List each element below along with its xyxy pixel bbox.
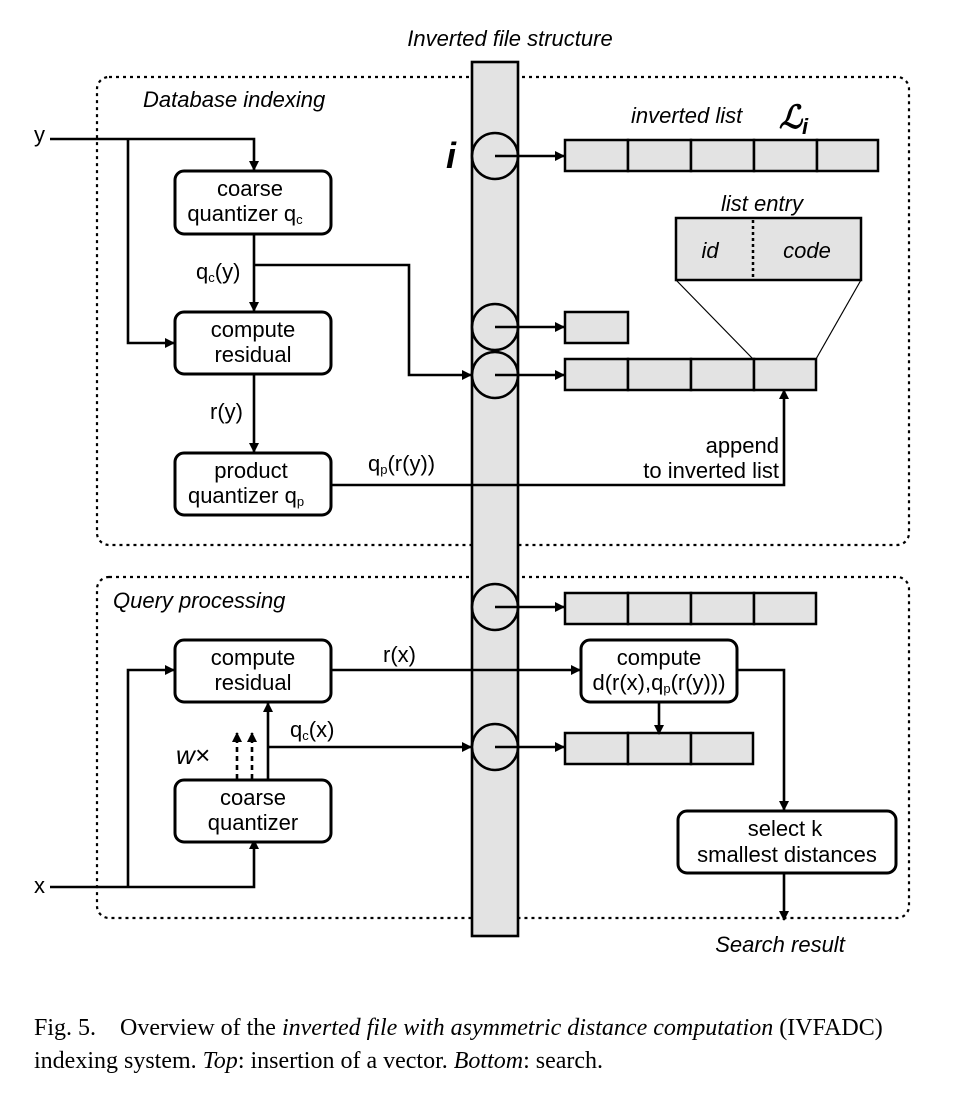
- indexing-section-label: Database indexing: [143, 87, 326, 112]
- svg-text:product: product: [214, 458, 287, 483]
- svg-text:residual: residual: [214, 670, 291, 695]
- caption-italic-2: Top: [202, 1048, 238, 1074]
- index-i-label: i: [446, 135, 457, 176]
- inverted-list-Li: [563, 138, 880, 173]
- svg-text:quantizer: quantizer: [208, 810, 299, 835]
- svg-text:select k: select k: [748, 816, 824, 841]
- ivfadc-diagram: Inverted file structure Database indexin…: [34, 26, 911, 957]
- svg-text:compute: compute: [211, 317, 295, 342]
- caption-text-2: (IVFADC) indexing system.: [34, 1015, 883, 1074]
- caption-italic-1: inverted file with asymmetric distance c…: [281, 1015, 774, 1041]
- list-entry-label: list entry: [721, 191, 805, 216]
- pq-to-append-wire: [331, 389, 789, 487]
- figure-caption: Fig. 5. Overview of the inverted file wi…: [34, 1012, 924, 1078]
- append-label-2: to inverted list: [643, 458, 779, 483]
- caption-italic-3: Bottom: [453, 1048, 524, 1074]
- inverted-list-short: [563, 310, 630, 345]
- product-quantizer-box: product quantizer qp: [173, 451, 333, 517]
- search-result-label: Search result: [715, 932, 846, 957]
- svg-text:quantizer qp: quantizer qp: [188, 483, 304, 509]
- svg-text:residual: residual: [214, 342, 291, 367]
- query-section-label: Query processing: [113, 588, 286, 613]
- input-y-label: y: [34, 122, 45, 147]
- compute-residual-box-query: compute residual: [173, 638, 333, 704]
- x-to-residual-wire: [126, 665, 175, 887]
- svg-text:compute: compute: [211, 645, 295, 670]
- svg-text:coarse: coarse: [217, 176, 283, 201]
- coarse-quantizer-qc-box: coarse quantizer qc: [173, 169, 333, 236]
- figure-number: Fig. 5.: [34, 1015, 97, 1041]
- caption-text-1: Overview of the: [120, 1015, 276, 1041]
- list-entry-box: id code: [674, 216, 863, 282]
- qc-x-label: qc(x): [290, 717, 334, 743]
- svg-text:quantizer qc: quantizer qc: [187, 201, 303, 227]
- x-input-wire: [50, 839, 259, 889]
- svg-text:d(r(x),qp(r(y))): d(r(x),qp(r(y))): [592, 670, 725, 696]
- input-x-label: x: [34, 873, 45, 898]
- inverted-list-query-a: [563, 591, 818, 626]
- inverted-list-symbol: ℒi: [779, 99, 809, 139]
- caption-text-4: : search.: [523, 1048, 604, 1074]
- svg-text:coarse: coarse: [220, 785, 286, 810]
- r-y-label: r(y): [210, 399, 243, 424]
- distance-to-select-wire: [737, 668, 789, 811]
- inverted-list-label: inverted list: [631, 103, 743, 128]
- caption-text-3: : insertion of a vector.: [237, 1048, 448, 1074]
- append-label-1: append: [706, 433, 779, 458]
- entry-zoom-line-right: [815, 279, 862, 360]
- compute-distance-box: compute d(r(x),qp(r(y))): [579, 638, 739, 704]
- w-times-label: w×: [176, 740, 210, 770]
- y-input-wire: [50, 137, 259, 171]
- inverted-file-bar: [470, 60, 520, 938]
- svg-text:id: id: [701, 238, 719, 263]
- qc-to-list-wire: [254, 263, 472, 380]
- y-to-residual-wire: [126, 139, 175, 348]
- svg-text:compute: compute: [617, 645, 701, 670]
- diagram-title: Inverted file structure: [407, 26, 612, 51]
- qp-ry-label: qp(r(y)): [368, 451, 435, 477]
- compute-residual-box-db: compute residual: [173, 310, 333, 376]
- inverted-list-query-b: [563, 731, 755, 766]
- select-k-box: select k smallest distances: [676, 809, 898, 875]
- svg-text:code: code: [783, 238, 831, 263]
- entry-zoom-line-left: [675, 279, 754, 360]
- svg-text:smallest distances: smallest distances: [697, 842, 877, 867]
- coarse-quantizer-box-query: coarse quantizer: [173, 778, 333, 844]
- qc-y-label: qc(y): [196, 259, 240, 285]
- r-x-label: r(x): [383, 642, 416, 667]
- inverted-list-target: [563, 357, 818, 392]
